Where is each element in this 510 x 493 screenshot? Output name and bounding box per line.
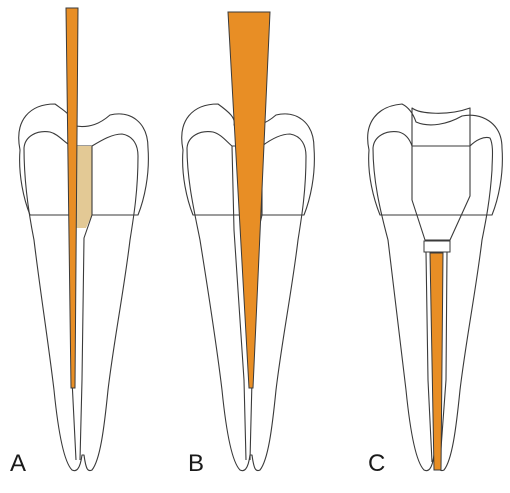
- post-instrument: [228, 12, 270, 388]
- enamel-crown: [368, 104, 503, 215]
- tooth-panel-a: A: [10, 8, 148, 477]
- post-instrument: [430, 253, 443, 470]
- post-instrument: [66, 8, 78, 388]
- panel-label-a: A: [10, 450, 26, 477]
- tooth-panel-c: C: [368, 104, 503, 477]
- cement-band: [424, 241, 450, 252]
- core-buildup: [412, 108, 470, 240]
- panel-label-c: C: [368, 450, 385, 477]
- panel-label-b: B: [188, 450, 204, 477]
- tooth-panel-b: B: [182, 12, 315, 477]
